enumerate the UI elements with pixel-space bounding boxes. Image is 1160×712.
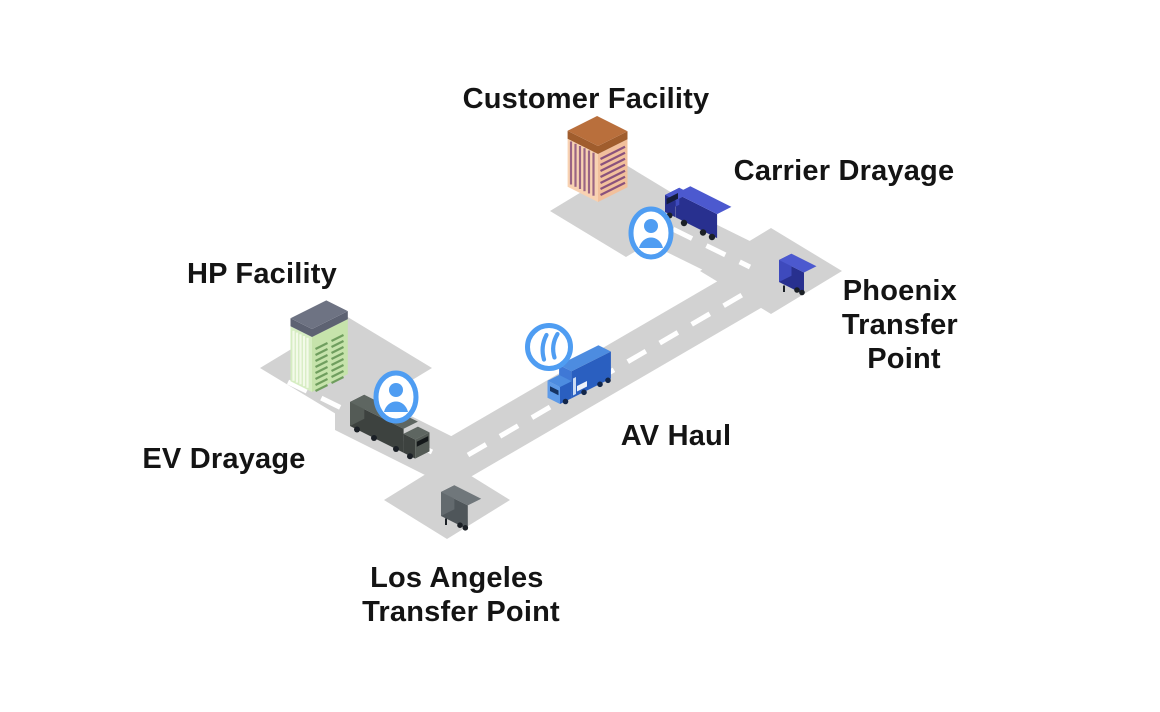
label-phoenix-line2: Transfer (842, 309, 958, 341)
la-trailer-wheels (445, 518, 469, 531)
driver-icon-shoulders (639, 237, 663, 248)
driver-person-icon-customer (628, 206, 674, 260)
label-los-angeles-line2: Transfer Point (362, 596, 560, 628)
la-trailer-top (441, 485, 482, 506)
customer-roof-fascia-right (598, 131, 628, 154)
av-logo-icon (525, 323, 573, 371)
ev-cab-top (403, 426, 430, 440)
driver-icon-head (389, 383, 403, 397)
carrier-wheels (666, 212, 716, 241)
label-phoenix-line1: Phoenix (843, 275, 957, 307)
hp-roof-top (290, 300, 348, 329)
label-av-haul: AV Haul (621, 420, 731, 452)
phoenix-trailer-top (779, 253, 817, 273)
hp-windows-right (315, 334, 344, 392)
carrier-trailer-side (676, 193, 718, 239)
label-ev-drayage: EV Drayage (142, 443, 305, 475)
hp-roof-fascia-left (290, 318, 312, 337)
label-los-angeles-transfer-point: Los Angeles Transfer Point (362, 562, 560, 628)
ev-cab-side (403, 433, 416, 459)
labels: Customer Facility Carrier Drayage Phoeni… (142, 83, 966, 628)
ev-wheels (354, 426, 413, 460)
customer-roof-top (567, 116, 628, 146)
hp-roof-fascia-right (312, 311, 348, 337)
ev-windshield (416, 436, 429, 447)
av-logo-slash-left (540, 332, 549, 362)
av-equipment-sliver (573, 377, 576, 396)
customer-facility-building (567, 116, 628, 202)
label-carrier-drayage: Carrier Drayage (734, 155, 955, 187)
av-windshield (550, 386, 559, 396)
customer-windows-left (569, 141, 595, 196)
phoenix-trailer-wheels (783, 285, 805, 296)
hp-windows-left (292, 330, 309, 388)
av-logo-slash-right (551, 331, 560, 360)
label-phoenix-transfer-point: Phoenix Transfer Point (842, 275, 966, 375)
av-logo-ring (525, 323, 573, 371)
label-los-angeles-line1: Los Angeles (370, 562, 544, 594)
driver-icon-head (644, 219, 658, 233)
driver-person-icon-ev (373, 370, 419, 424)
av-haul-truck (547, 345, 611, 405)
av-cab-top (547, 374, 572, 387)
av-wheels (562, 377, 611, 405)
carrier-windshield (666, 193, 678, 205)
hp-facility-building (290, 300, 348, 392)
av-cab-side (560, 381, 572, 404)
driver-icon-shoulders (384, 401, 408, 412)
av-trailer-label (577, 381, 587, 392)
av-trailer-top (559, 345, 611, 372)
customer-roof-fascia-left (567, 130, 598, 154)
customer-windows-right (600, 145, 626, 196)
label-customer-facility: Customer Facility (463, 83, 710, 115)
phoenix-trailer (779, 253, 817, 296)
label-hp-facility: HP Facility (187, 258, 337, 290)
carrier-drayage-truck (665, 186, 732, 241)
los-angeles-trailer (441, 485, 482, 531)
label-phoenix-line3: Point (867, 343, 941, 375)
